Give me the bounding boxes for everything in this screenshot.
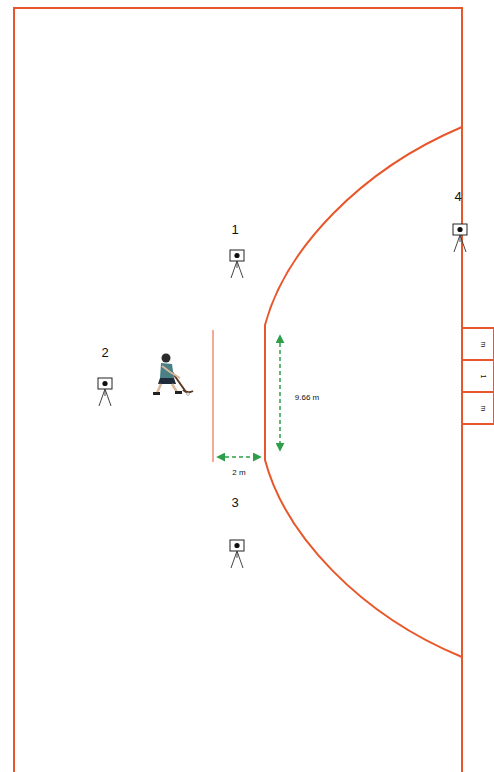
- callout-number: 2: [101, 346, 108, 359]
- goal-mark: m: [481, 405, 488, 411]
- start-line: [213, 330, 214, 462]
- pitch-lines: [14, 8, 494, 772]
- camera-icon: [98, 378, 112, 406]
- callout-number: 3: [231, 496, 238, 509]
- camera-icon: [230, 250, 244, 278]
- dimension-arrow: [218, 456, 260, 458]
- callout-number: 4: [454, 190, 461, 203]
- goal-mark: 1: [481, 374, 488, 378]
- dimension-label: 9.66 m: [295, 394, 319, 402]
- dimension-label: 2 m: [232, 469, 245, 477]
- callout-number: 1: [231, 223, 238, 236]
- dimension-arrow: [279, 336, 281, 450]
- goal-mark: m: [481, 341, 488, 347]
- player-figure: [153, 354, 193, 396]
- camera-icon: [453, 224, 467, 252]
- camera-icon: [230, 540, 244, 568]
